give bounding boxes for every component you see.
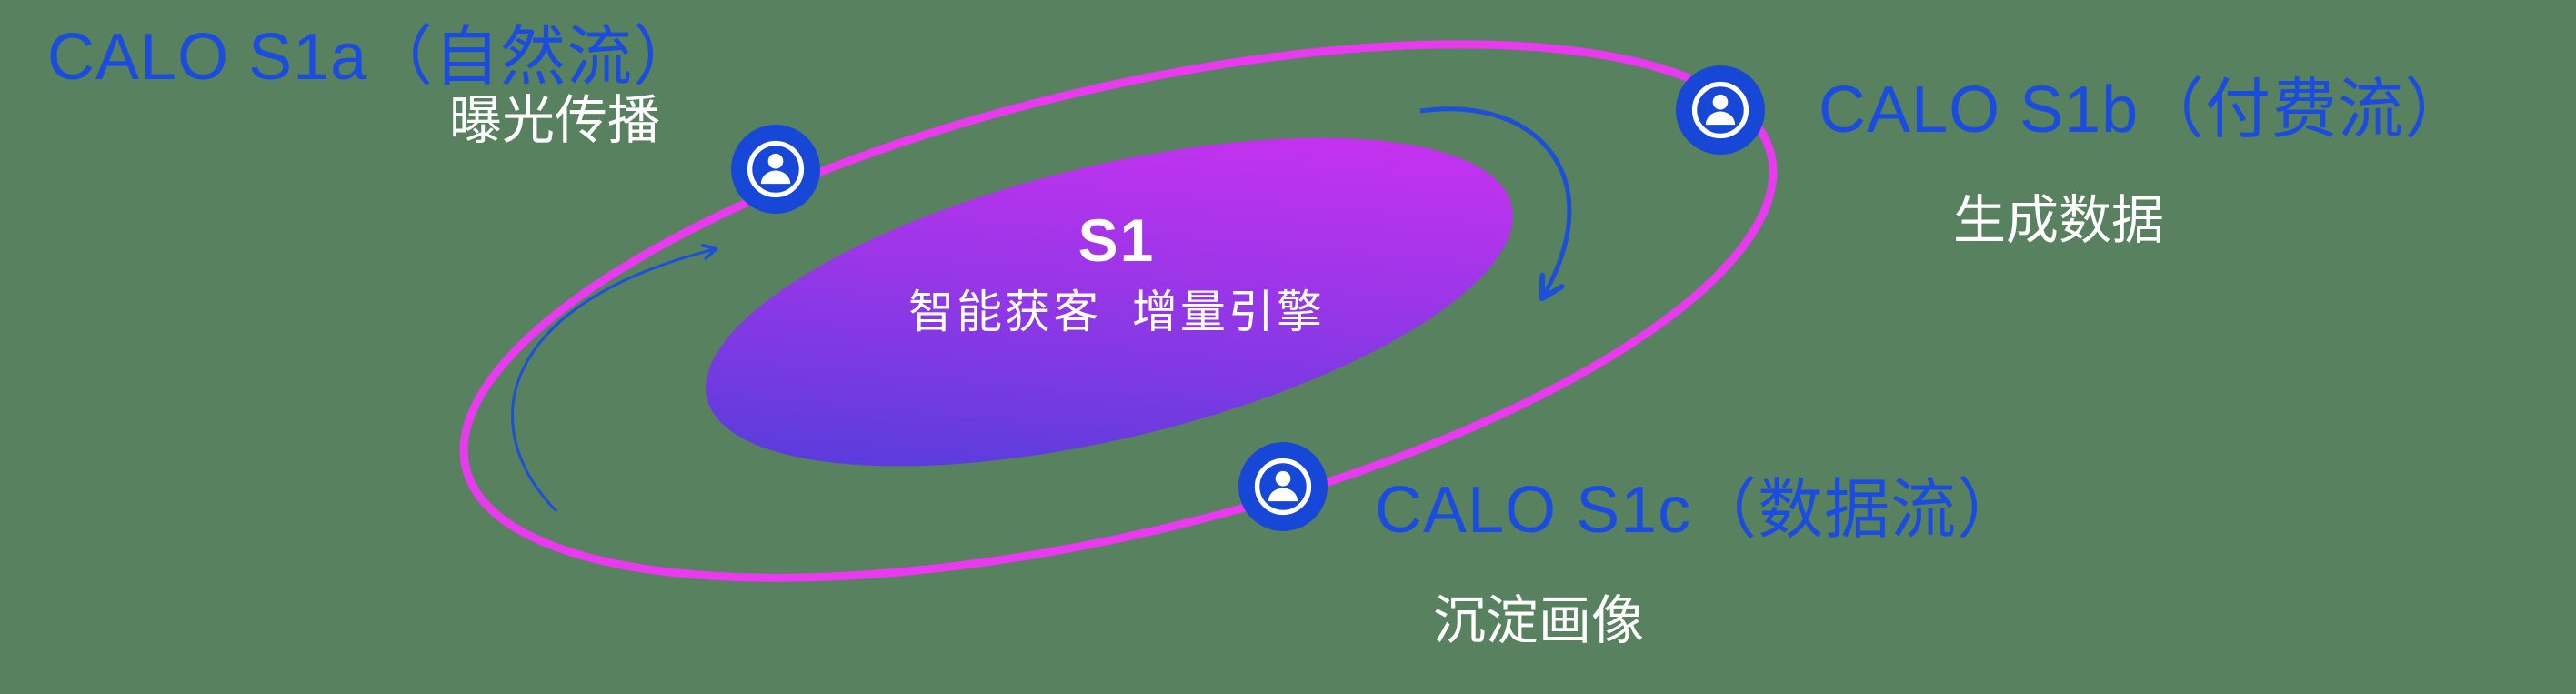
user-icon <box>731 125 820 214</box>
core-subtitle: 智能获客 增量引擎 <box>908 286 1325 337</box>
node-s1c <box>1238 442 1328 531</box>
sublabel-s1c: 沉淀画像 <box>1433 591 1645 650</box>
flow-arrow-left-icon <box>511 249 715 513</box>
node-s1a <box>731 125 820 214</box>
core-ellipse <box>706 137 1513 467</box>
orbit-ring <box>459 40 1778 582</box>
node-s1b <box>1676 65 1765 155</box>
core-title: S1 <box>1078 206 1156 274</box>
label-s1b: CALO S1b（付费流） <box>1819 74 2471 146</box>
label-s1c: CALO S1c（数据流） <box>1375 474 2024 547</box>
flow-arrow-right-icon <box>1419 106 1572 297</box>
label-s1a: CALO S1a（自然流） <box>47 21 700 94</box>
core-label-group: S1 智能获客 增量引擎 <box>908 207 1325 339</box>
user-icon <box>1676 65 1765 155</box>
user-icon <box>1238 442 1328 531</box>
sublabel-s1a: 曝光传播 <box>449 91 661 150</box>
sublabel-s1b: 生成数据 <box>1953 191 2165 250</box>
